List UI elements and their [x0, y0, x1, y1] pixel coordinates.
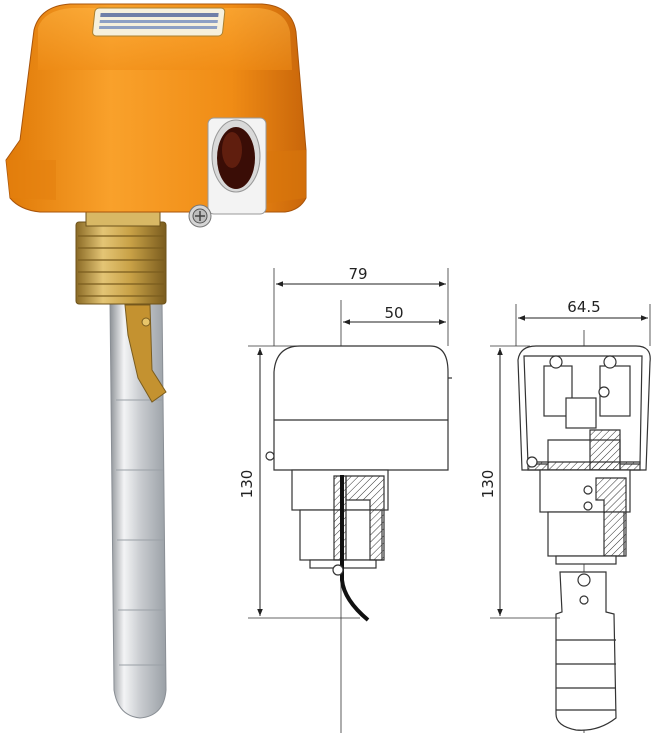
front-view-drawing [490, 304, 651, 733]
dim-label-side-width: 79 [348, 265, 367, 283]
paddle-blade [109, 299, 167, 719]
brass-thread-fitting [75, 211, 167, 305]
orange-housing [5, 3, 307, 213]
dimension-50: 50 [343, 304, 446, 325]
ground-screw [188, 204, 212, 228]
dim-label-front-height: 130 [479, 470, 497, 499]
dimension-130-front: 130 [479, 348, 503, 616]
dim-label-front-width: 64.5 [567, 298, 600, 316]
dim-label-side-height: 130 [238, 470, 256, 499]
dimension-130-side: 130 [238, 348, 263, 616]
lever-arm [124, 304, 167, 403]
dimension-64-5: 64.5 [518, 298, 648, 321]
side-view-drawing [248, 268, 452, 733]
dim-label-side-offset: 50 [384, 304, 403, 322]
cable-entry-port [207, 117, 267, 215]
product-photo [5, 3, 307, 719]
dimension-79: 79 [276, 265, 446, 287]
